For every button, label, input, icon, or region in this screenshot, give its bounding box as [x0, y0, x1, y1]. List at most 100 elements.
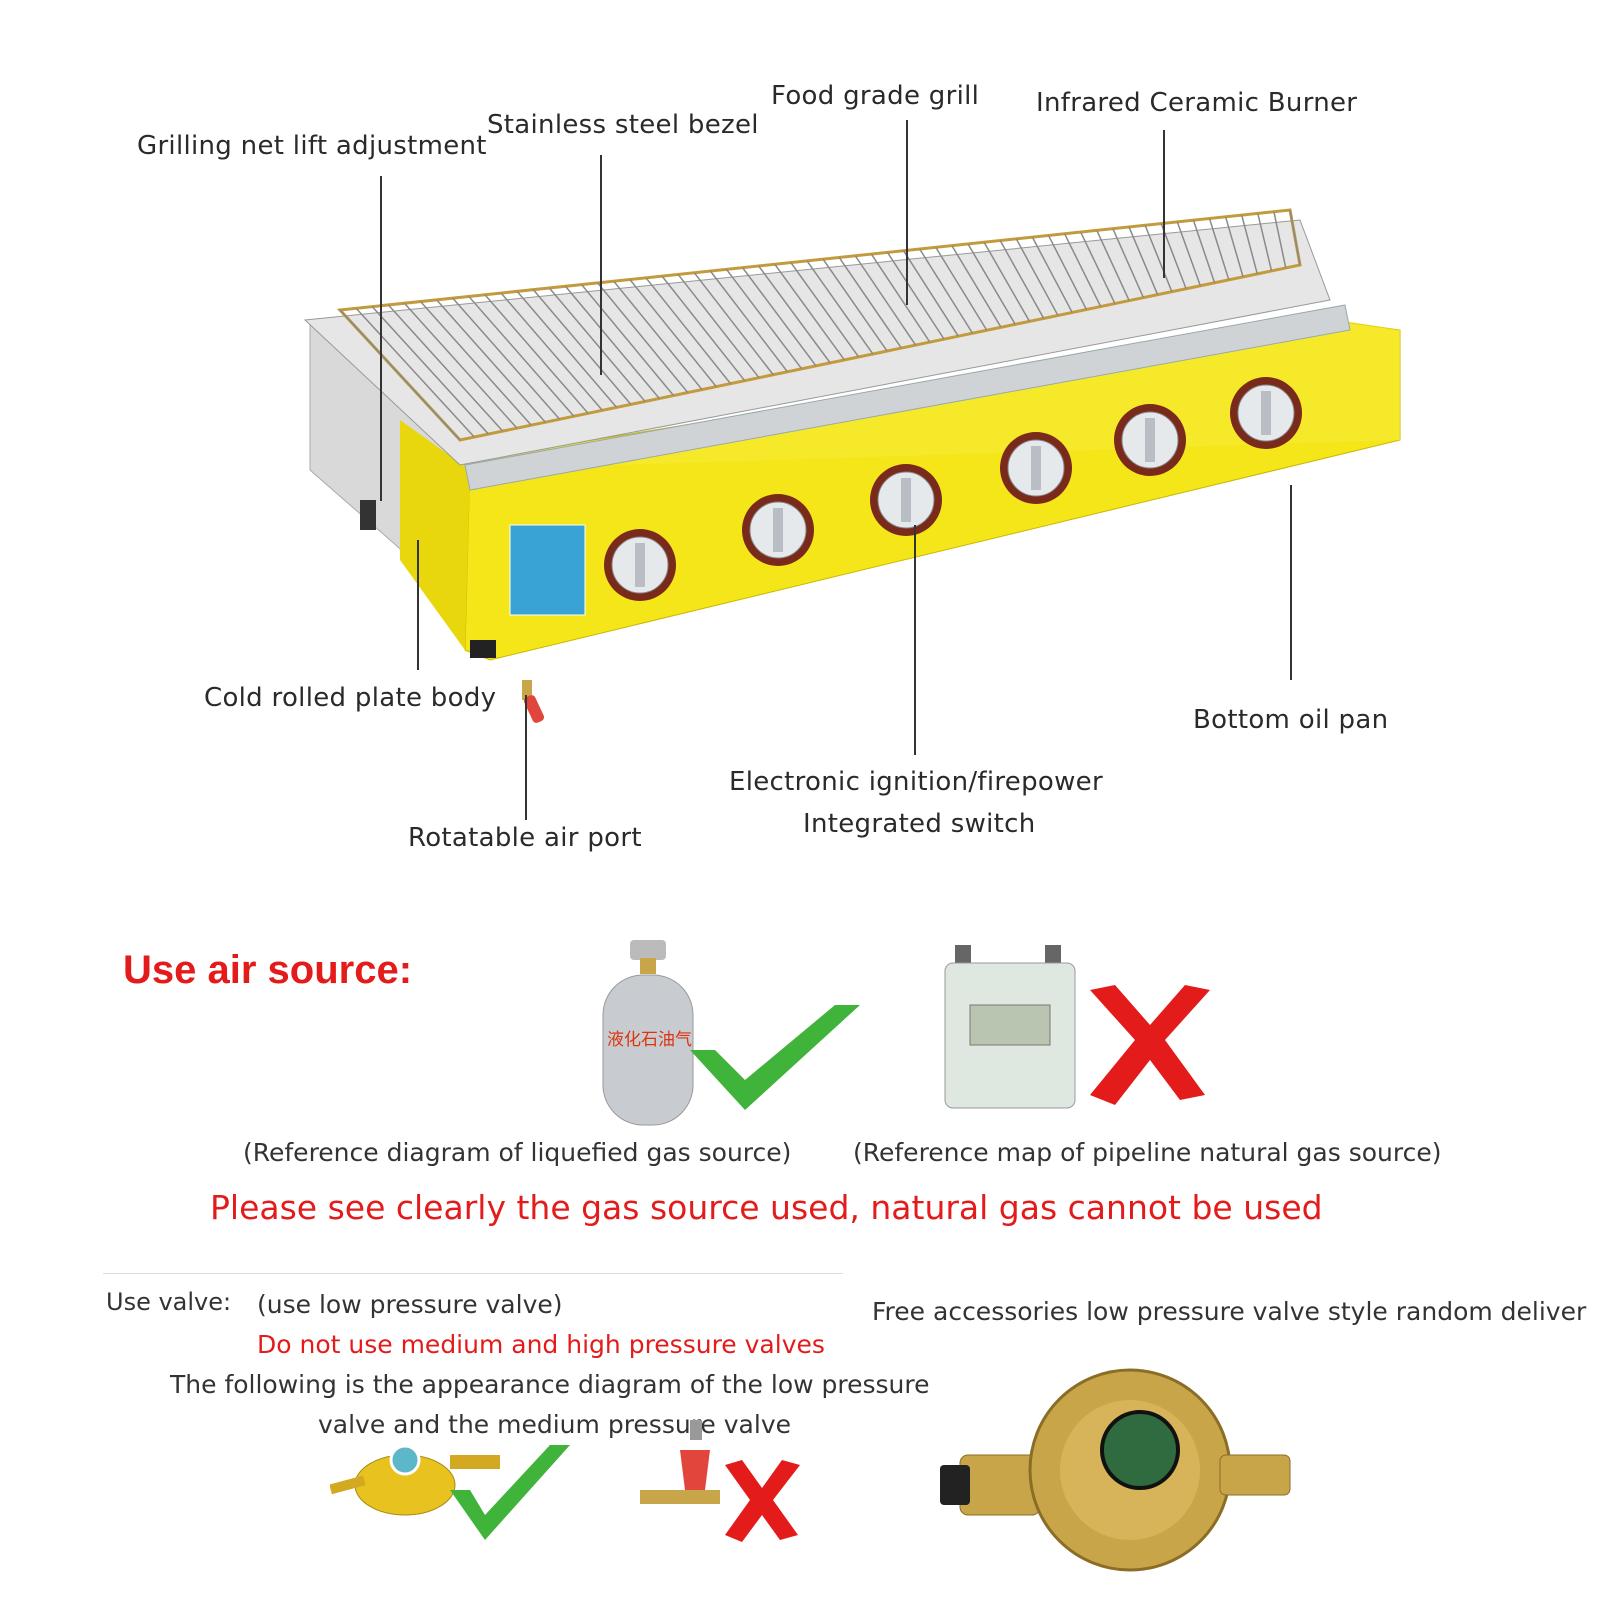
grate-bar: [951, 245, 1002, 328]
cross-icon: [1090, 985, 1210, 1105]
grate-bar: [580, 284, 675, 396]
grate-bar: [516, 290, 618, 408]
tank-body: [602, 974, 694, 1126]
valve-low: (use low pressure valve): [257, 1290, 563, 1319]
callout-grilling-net: Grilling net lift adjustment: [137, 131, 487, 161]
grate-bar: [1031, 236, 1073, 313]
divider: [103, 1273, 843, 1274]
grate-bar: [419, 301, 532, 426]
grate-bar: [1144, 224, 1173, 292]
grate-bar: [645, 277, 732, 385]
grate-bar: [790, 262, 860, 358]
grate-bar: [935, 246, 988, 331]
natural-gas-caption: (Reference map of pipeline natural gas s…: [853, 1138, 1442, 1167]
grate-bar: [1224, 216, 1244, 278]
grate-bar: [468, 295, 575, 417]
grate-bar: [870, 253, 931, 343]
callout-air-port: Rotatable air port: [408, 823, 642, 853]
callout-burner: Infrared Ceramic Burner: [1036, 88, 1358, 118]
tank-label: 液化石油气: [607, 1030, 692, 1050]
grate-bar: [806, 260, 874, 355]
grate-bar: [1096, 230, 1130, 301]
leader-grilling-net: [380, 176, 382, 501]
control-knob: [742, 494, 814, 566]
control-knob: [604, 529, 676, 601]
grate-bar: [1080, 231, 1116, 304]
grate-bar: [854, 255, 917, 346]
leader-ignition: [914, 525, 916, 755]
low-pressure-valve-image: [330, 1444, 570, 1540]
tank-handle: [630, 940, 666, 960]
control-knob: [1114, 404, 1186, 476]
grate-bar: [1063, 233, 1102, 307]
leader-food-grill: [906, 120, 908, 305]
grate-bar: [774, 263, 846, 361]
callout-oil-pan: Bottom oil pan: [1193, 705, 1389, 735]
grate-bar: [677, 273, 760, 379]
grate-bar: [999, 240, 1045, 319]
grate-bar: [1273, 211, 1287, 269]
gas-meter-image: [944, 945, 1210, 1109]
grate-bar: [919, 248, 974, 334]
callout-bezel: Stainless steel bezel: [487, 110, 759, 140]
medium-pressure-valve-image: [640, 1420, 800, 1542]
grate-bar: [1289, 209, 1301, 266]
control-knob: [1230, 377, 1302, 449]
leader-air-port: [525, 695, 527, 820]
grate-bar: [1192, 219, 1216, 284]
callout-body: Cold rolled plate body: [204, 683, 497, 713]
grate-bar: [1015, 238, 1059, 316]
air-port: [522, 680, 545, 723]
grate-bar: [597, 282, 689, 394]
callout-food-grill: Food grade grill: [771, 81, 980, 111]
grate-bar: [983, 241, 1031, 322]
grate-bar: [629, 279, 717, 388]
callout-ignition-line2: Integrated switch: [803, 809, 1036, 839]
valve-desc-line2: valve and the medium pressure valve: [318, 1410, 791, 1439]
product-sticker: [509, 524, 586, 616]
control-knob: [1000, 432, 1072, 504]
grate-bar: [1047, 235, 1088, 310]
leader-bezel: [600, 155, 602, 375]
check-icon: [450, 1445, 570, 1540]
grate-bar: [661, 275, 746, 382]
grate-bar: [564, 285, 660, 399]
grate-bar: [886, 251, 945, 340]
grate-bar: [1257, 213, 1273, 272]
grate-bar: [967, 243, 1016, 325]
callout-ignition-line1: Electronic ignition/firepower: [729, 767, 1103, 797]
grate-bar: [500, 292, 603, 411]
valve-desc-line1: The following is the appearance diagram …: [170, 1370, 930, 1399]
leader-burner: [1163, 130, 1165, 278]
grate-bar: [693, 272, 774, 376]
grill-grate: [303, 208, 1331, 466]
check-icon: [690, 1005, 860, 1110]
leader-body: [417, 540, 419, 670]
grate-bar: [741, 267, 817, 367]
control-knobs: [604, 377, 1302, 601]
leader-oil-pan: [1290, 485, 1292, 680]
lpg-caption: (Reference diagram of liquefied gas sour…: [243, 1138, 792, 1167]
grate-bar: [436, 299, 546, 423]
lpg-tank-image: 液化石油气: [602, 940, 860, 1126]
brass-valve-image: [940, 1368, 1291, 1572]
air-source-heading: Use air source:: [123, 948, 413, 992]
valve-label: Use valve:: [106, 1288, 232, 1316]
grate-bar: [403, 302, 518, 429]
cross-icon: [725, 1460, 800, 1542]
grate-bar: [484, 294, 589, 414]
grate-bar: [758, 265, 831, 364]
grate-bar: [1240, 214, 1259, 275]
grate-bar: [339, 309, 461, 441]
grate-bar: [387, 304, 504, 432]
grate-bar: [725, 268, 803, 370]
grate-bar: [1112, 228, 1145, 298]
grate-bar: [838, 257, 902, 349]
grate-bar: [709, 270, 789, 373]
tank-valve: [640, 958, 656, 974]
grate-bar: [902, 250, 959, 337]
grate-bar: [371, 306, 490, 435]
valve-warning: Do not use medium and high pressure valv…: [257, 1330, 825, 1359]
grate-bar: [1128, 226, 1159, 295]
grate-bar: [613, 280, 703, 391]
